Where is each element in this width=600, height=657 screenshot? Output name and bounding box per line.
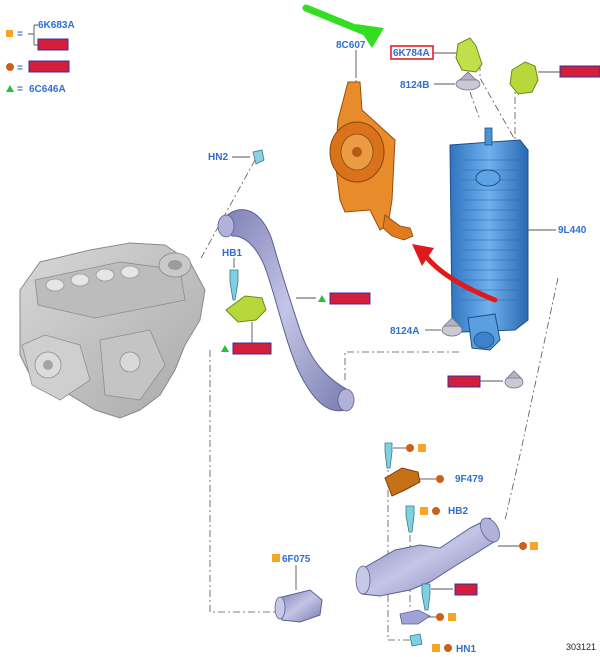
lower-bracket (399, 609, 456, 625)
legend-equals-2: = (17, 63, 23, 74)
label-9f479: 9F479 (455, 474, 484, 485)
square-marker-icon (418, 444, 426, 452)
square-marker-icon (6, 30, 13, 37)
label-top-right-highlight (559, 65, 600, 78)
hose-6f075: 6F075 (272, 554, 323, 623)
triangle-marker-icon (221, 345, 229, 352)
label-8c607: 8C607 (336, 40, 366, 51)
reference-number: 303121 (566, 642, 596, 652)
legend-equals-3: = (17, 84, 23, 95)
circle-marker-icon (436, 475, 444, 483)
bolt-hb1: HB1 (222, 248, 242, 301)
label-6f075: 6F075 (282, 554, 311, 565)
legend-circle-part-highlight (28, 60, 70, 73)
red-arrow-icon (412, 244, 498, 303)
mount-lower-right (447, 370, 524, 389)
bracket-top-right (509, 61, 600, 95)
label-lower-right-highlight (447, 375, 481, 388)
bolt-hb2: HB2 (405, 505, 468, 533)
square-marker-icon (448, 613, 456, 621)
label-lower-mid-highlight (454, 583, 478, 596)
label-center-left-highlight (232, 342, 272, 355)
label-6k784a-box (390, 45, 434, 60)
label-8124b: 8124B (400, 80, 429, 91)
lower-bolt-top (384, 442, 426, 469)
bracket-center (221, 292, 371, 355)
hose-clamp-hn2: HN2 (208, 149, 265, 165)
bracket-9f479: 9F479 (384, 467, 484, 497)
outlet-pipe (355, 517, 538, 597)
legend: = 6K683A = = 6C646A (6, 20, 75, 95)
legend-triangle-part: 6C646A (29, 84, 66, 95)
circle-marker-icon (432, 507, 440, 515)
hose-clamp-hn1: HN1 (409, 633, 476, 655)
legend-square-part: 6K683A (38, 20, 75, 31)
square-marker-icon (432, 644, 440, 652)
label-8124a: 8124A (390, 326, 419, 337)
label-hb2: HB2 (448, 506, 468, 517)
label-hn1: HN1 (456, 644, 476, 655)
mount-8124a: 8124A (390, 317, 463, 337)
charge-air-hose (217, 209, 355, 412)
intercooler-9l440: 9L440 (449, 127, 587, 351)
label-6k784a: 6K784A (393, 48, 430, 59)
triangle-marker-icon (318, 295, 326, 302)
label-hn2: HN2 (208, 152, 228, 163)
label-hb1: HB1 (222, 248, 242, 259)
square-marker-icon (530, 542, 538, 550)
circle-marker-icon (436, 613, 444, 621)
label-9l440: 9L440 (558, 225, 587, 236)
square-marker-icon (420, 507, 428, 515)
clip-6k784a: 6K784A (390, 37, 483, 73)
square-marker-icon (272, 554, 280, 562)
fan-bracket-8c607: 8C607 (329, 40, 414, 241)
circle-marker-icon (444, 644, 452, 652)
legend-square-part-2-highlight (37, 38, 69, 51)
mount-8124b: 8124B (400, 71, 481, 91)
circle-marker-icon (519, 542, 527, 550)
circle-marker-icon (6, 63, 14, 71)
circle-marker-icon (406, 444, 414, 452)
legend-equals-1: = (17, 29, 23, 40)
label-center-right-highlight (329, 292, 371, 305)
triangle-marker-icon (6, 85, 14, 92)
engine-illustration (19, 242, 206, 419)
green-arrow-icon (302, 4, 384, 48)
lower-bolt-mid (421, 583, 478, 611)
